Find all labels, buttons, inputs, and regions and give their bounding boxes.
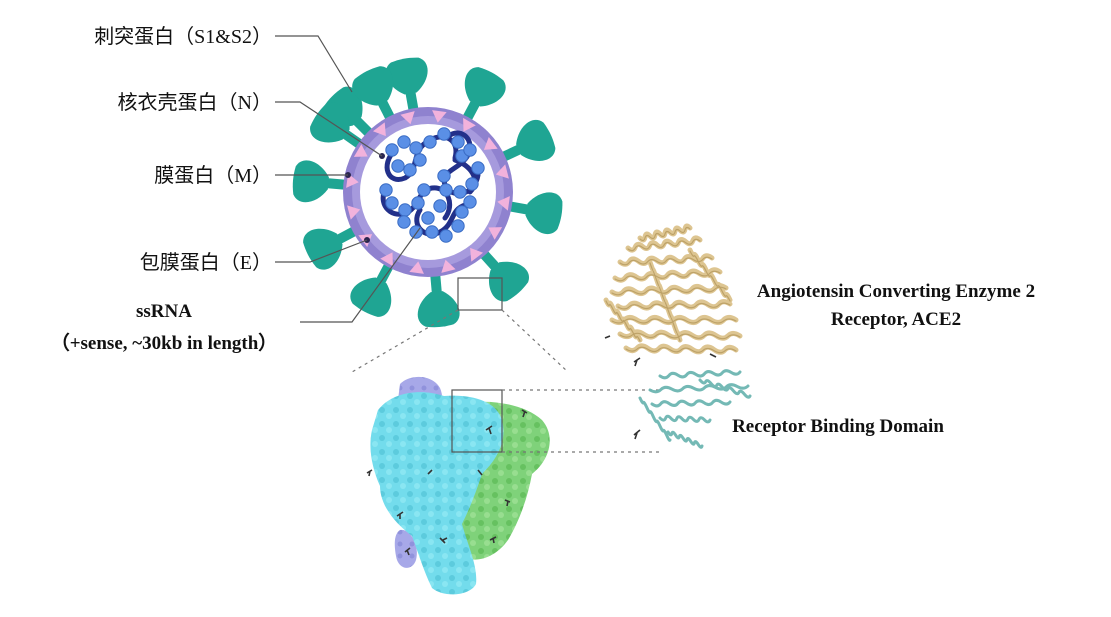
nucleocapsid-bead — [453, 185, 467, 199]
membrane-protein-triangle — [353, 144, 368, 157]
membrane-protein-triangle — [409, 261, 424, 274]
nucleocapsid-bead — [451, 135, 465, 149]
ace2-helix-outline — [614, 270, 721, 282]
rbd-structure — [633, 369, 752, 449]
ace2-helix-outline — [689, 250, 731, 302]
ace2-helix — [609, 283, 729, 297]
membrane-protein-triangle — [470, 247, 484, 262]
nucleocapsid-bead — [385, 143, 399, 157]
ace2-helix-outline — [649, 262, 681, 342]
spike-chain-cyan — [370, 392, 504, 595]
membrane-protein-triangle — [483, 136, 498, 150]
rbd-ribbon — [658, 369, 742, 380]
label-ace2: Angiotensin Converting Enzyme 2 — [757, 281, 1035, 302]
ace2-helix-outline — [619, 256, 713, 266]
label-nucleocapsid-protein: 核衣壳蛋白（N） — [118, 91, 272, 114]
ace2-glycans — [604, 335, 717, 367]
nucleocapsid-bead — [385, 196, 399, 210]
rbd-ribbon — [658, 414, 712, 424]
leader-lines — [275, 35, 421, 323]
nucleocapsid-bead — [455, 205, 469, 219]
membrane-protein-triangle — [347, 205, 361, 220]
spike-protein — [292, 160, 349, 203]
ace2-helix-outline — [639, 226, 691, 242]
nucleocapsid-bead — [411, 196, 425, 210]
rbd-glycans — [633, 429, 641, 440]
ace2-helix-outline — [619, 332, 741, 340]
nucleocapsid-bead — [413, 153, 427, 167]
rbd-ribbon — [650, 398, 732, 408]
rbd-ribbon — [638, 396, 672, 442]
spike-protein-structure — [366, 376, 550, 595]
nucleocapsid-bead — [421, 211, 435, 225]
ace2-helix — [612, 267, 723, 283]
rbd-zoom-box — [451, 389, 503, 453]
nucleocapsid-bead — [398, 203, 412, 217]
rbd-ribbon — [666, 430, 704, 449]
label-rbd: Receptor Binding Domain — [732, 416, 944, 437]
nucleocapsid-bead — [397, 215, 411, 229]
nucleocapsid-bead — [465, 177, 479, 191]
zoom-guide-right — [501, 309, 569, 373]
ace2-helix-outline — [605, 300, 641, 342]
membrane-protein-triangle — [372, 122, 386, 137]
rbd-ribbon — [648, 383, 750, 394]
membrane-protein-triangle — [463, 117, 476, 132]
label-envelope-protein: 包膜蛋白（E） — [140, 251, 272, 274]
label-ssrna-detail: （+sense, ~30kb in length） — [51, 331, 278, 354]
membrane-protein-triangle — [441, 259, 456, 273]
label-ssrna: ssRNA — [136, 301, 192, 322]
nucleocapsid-bead — [409, 141, 423, 155]
nucleocapsid-bead — [379, 183, 393, 197]
ace2-helix-outline — [625, 346, 737, 354]
nucleocapsid-bead — [403, 163, 417, 177]
membrane-protein-triangle — [380, 252, 393, 267]
nucleocapsid-bead — [463, 143, 477, 157]
ace2-helix-outline — [627, 238, 701, 252]
spike-protein — [505, 192, 563, 235]
membrane-protein-triangle — [497, 196, 510, 211]
membrane-protein-triangle — [495, 164, 509, 179]
nucleocapsid-bead — [397, 135, 411, 149]
virus-particle — [292, 57, 563, 328]
spike-zoom-box — [457, 277, 503, 311]
ace2-helix — [623, 343, 739, 355]
rbd-ribbon — [698, 378, 752, 399]
ace2-helix-outline — [611, 318, 737, 324]
nucleocapsid-bead — [439, 183, 453, 197]
membrane-proteins — [346, 110, 510, 274]
spike-glycans — [366, 409, 528, 556]
nucleocapsid-bead — [451, 219, 465, 233]
membrane-protein-triangle — [488, 227, 503, 240]
spike-protein — [385, 57, 428, 115]
spike-chain-lavender-lower — [394, 529, 417, 568]
nucleocapsid-bead — [391, 159, 405, 173]
label-membrane-protein: 膜蛋白（M） — [154, 164, 272, 187]
nucleocapsid-bead — [423, 135, 437, 149]
label-ace2-abbrev: Receptor, ACE2 — [831, 309, 961, 330]
ace2-helix-outline — [617, 302, 731, 310]
nucleocapsid-bead — [417, 183, 431, 197]
nucleocapsid-bead — [437, 127, 451, 141]
nucleocapsid-bead — [437, 169, 451, 183]
nucleocapsid-proteins — [379, 127, 485, 243]
nucleocapsid-bead — [425, 225, 439, 239]
nucleocapsid-bead — [433, 199, 447, 213]
label-spike-protein: 刺突蛋白（S1&S2） — [94, 25, 272, 48]
ace2-receptor-structure — [603, 223, 743, 367]
ace2-helix — [615, 299, 733, 311]
nucleocapsid-bead — [439, 229, 453, 243]
membrane-protein-triangle — [400, 111, 415, 125]
ace2-helix-outline — [611, 286, 727, 296]
nucleocapsid-bead — [409, 225, 423, 239]
membrane-protein-triangle — [432, 110, 447, 123]
nucleocapsid-bead — [471, 161, 485, 175]
spike-protein — [417, 271, 460, 328]
nucleocapsid-bead — [463, 195, 477, 209]
